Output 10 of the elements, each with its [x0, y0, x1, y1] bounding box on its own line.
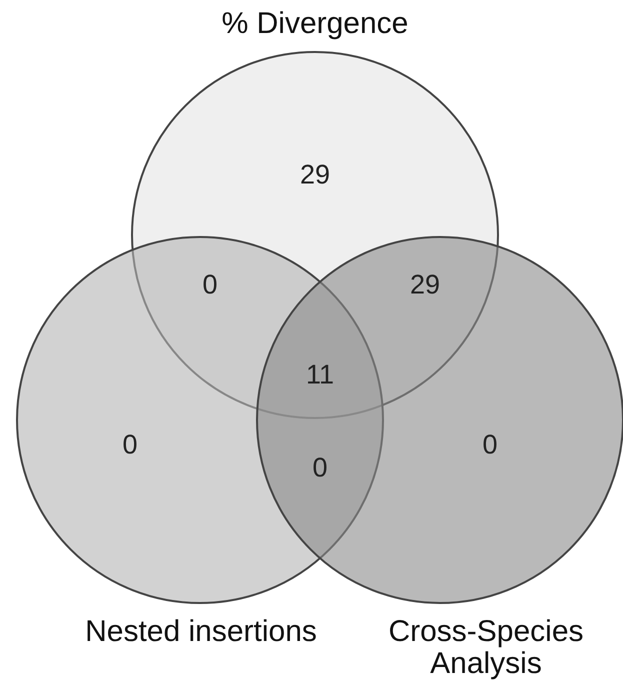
- set-label: Cross-Species Analysis: [387, 616, 585, 680]
- region-count: 29: [300, 160, 330, 190]
- region-count: 0: [122, 430, 138, 460]
- region-count: 0: [202, 270, 218, 300]
- region-count: 29: [410, 270, 440, 300]
- region-count: 0: [482, 430, 498, 460]
- region-count: 11: [306, 360, 334, 390]
- set-label: Nested insertions: [84, 616, 318, 648]
- set-label: % Divergence: [220, 8, 410, 40]
- region-count: 0: [312, 452, 328, 484]
